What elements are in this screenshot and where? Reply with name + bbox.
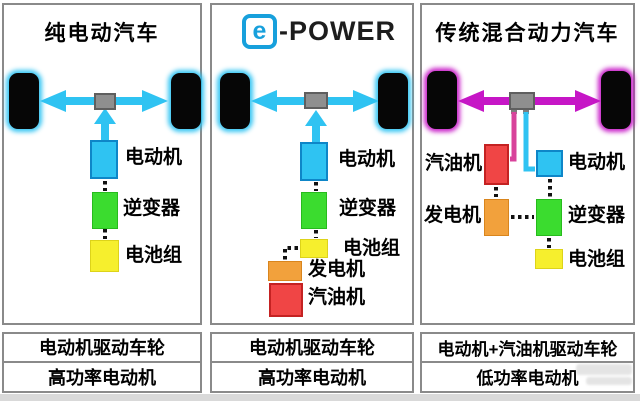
inverter-box	[536, 199, 562, 236]
axle-arrow-left-icon	[251, 90, 277, 112]
footer-traditional-hybrid: 电动机+汽油机驱动车轮 低功率电动机	[420, 332, 635, 393]
watermark	[586, 377, 632, 385]
footer-row-drive: 电动机+汽油机驱动车轮	[422, 334, 633, 363]
inverter-label: 逆变器	[123, 198, 181, 219]
e-power-logo-e-icon: e	[242, 14, 277, 49]
motor-box	[90, 140, 118, 179]
motor-label: 电动机	[568, 152, 626, 173]
generator-box	[268, 261, 302, 281]
motor-arrow-up-icon	[94, 108, 116, 124]
engine-label: 汽油机	[425, 153, 483, 174]
motor-box	[300, 142, 328, 181]
wheel-right	[601, 71, 631, 129]
battery-box	[535, 249, 563, 269]
wheel-right	[378, 73, 408, 129]
battery-label: 电池组	[568, 249, 626, 270]
motor-label: 电动机	[125, 147, 183, 168]
watermark	[576, 364, 632, 375]
axle-arrow-left-icon	[458, 90, 484, 112]
axle-arrow-right-icon	[142, 90, 168, 112]
panel-traditional-hybrid: 传统混合动力汽车 汽油机 电动机 发电机 逆变器 电池组	[420, 3, 635, 325]
generator-label: 发电机	[424, 205, 482, 226]
link-gearbox-engine	[510, 112, 517, 162]
motor-label: 电动机	[338, 149, 396, 170]
wheel-left	[427, 71, 457, 129]
wheel-left	[220, 73, 250, 129]
inverter-label: 逆变器	[339, 198, 397, 219]
footer-row-drive: 电动机驱动车轮	[212, 334, 412, 363]
connector-battery-generator	[283, 246, 298, 260]
axle-arrow-right-icon	[353, 90, 379, 112]
inverter-box	[301, 192, 327, 229]
motor-arrow-shaft	[101, 122, 109, 142]
gearbox	[304, 92, 328, 109]
panel-title: 纯电动汽车	[44, 22, 160, 45]
gearbox-stub-left	[511, 109, 517, 114]
footer-row-motor: 高功率电动机	[48, 367, 156, 388]
wheel-right	[171, 73, 201, 129]
gearbox-stub-right	[523, 109, 529, 114]
engine-box	[484, 144, 509, 185]
e-power-logo-text: -POWER	[279, 16, 396, 46]
footer-e-power: 电动机驱动车轮 高功率电动机	[210, 332, 414, 393]
gearbox	[509, 92, 535, 110]
motor-arrow-shaft	[312, 124, 320, 143]
engine-label: 汽油机	[308, 287, 366, 308]
e-power-logo: e -POWER	[242, 14, 396, 49]
footer-row-motor: 低功率电动机	[476, 369, 579, 389]
axle-arrow-left-icon	[40, 90, 66, 112]
generator-label: 发电机	[308, 259, 366, 280]
panel-title: 传统混合动力汽车	[435, 22, 620, 45]
battery-label: 电池组	[125, 245, 183, 266]
battery-box	[300, 239, 328, 258]
inverter-label: 逆变器	[568, 205, 626, 226]
motor-box	[536, 150, 563, 177]
footer-row-motor: 高功率电动机	[258, 367, 366, 388]
wheel-left	[9, 73, 39, 129]
link-gearbox-motor	[523, 112, 535, 172]
engine-box	[269, 283, 303, 317]
axle-arrow-right-icon	[575, 90, 601, 112]
generator-box	[484, 199, 509, 236]
motor-arrow-up-icon	[305, 110, 327, 126]
gearbox	[94, 93, 116, 110]
footer-pure-ev: 电动机驱动车轮 高功率电动机	[2, 332, 202, 393]
panel-pure-ev: 纯电动汽车 电动机 逆变器 电池组	[2, 3, 202, 325]
bottom-gray-strip	[0, 394, 640, 401]
inverter-box	[92, 192, 118, 229]
battery-box	[90, 240, 119, 272]
panel-e-power: e -POWER 电动机 逆变器 电池组 发电机 汽油机	[210, 3, 414, 325]
footer-row-drive: 电动机驱动车轮	[4, 334, 200, 363]
battery-label: 电池组	[343, 238, 401, 259]
